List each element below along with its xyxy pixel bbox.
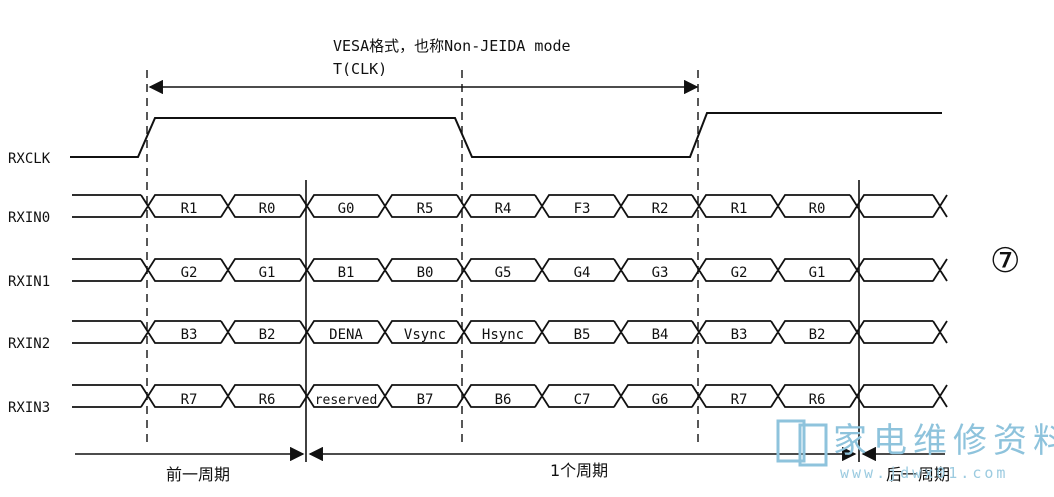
clock-signal-label: RXCLK [8,151,51,167]
lane-cell: R7 [731,392,748,408]
lane-rxin0: RXIN0 R1 R0 G0 R5 R4 F3 R2 R1 R0 [8,194,948,226]
lane-waveform [72,320,948,344]
lane-cell: Hsync [482,327,524,343]
lane-cell: G2 [731,265,748,281]
lane-label: RXIN2 [8,336,50,352]
lane-cell: R0 [809,201,826,217]
lane-cells: G2 G1 B1 B0 G5 G4 G3 G2 G1 [181,265,826,281]
lane-waveform [72,384,948,408]
lane-rxin1: RXIN1 G2 G1 B1 B0 G5 G4 G3 G2 G1 [8,258,948,290]
lane-label: RXIN0 [8,210,50,226]
lane-cell: B0 [417,265,434,281]
clock-waveform [70,112,942,158]
lane-label: RXIN3 [8,400,50,416]
lane-cell: R0 [259,201,276,217]
lane-cell: DENA [329,327,363,343]
lane-cell: G6 [652,392,669,408]
current-period-label: 1个周期 [550,461,608,480]
lane-rxin3: RXIN3 R7 R6 reserved B7 B6 C7 G6 R7 R6 [8,384,948,416]
watermark-url: www.jdwx01.com [840,464,1008,482]
lane-waveform [72,258,948,282]
next-period-label: 后一周期 [886,465,950,484]
lane-cell: B3 [731,327,748,343]
lane-cell: B1 [338,265,355,281]
lane-cell: B2 [259,327,276,343]
lane-cell: B7 [417,392,434,408]
lane-cell: G1 [259,265,276,281]
lane-cell: R6 [809,392,826,408]
lane-cell: R2 [652,201,669,217]
lane-cell: G0 [338,201,355,217]
lane-cell: R5 [417,201,434,217]
clock-period-label: T(CLK) [333,60,387,78]
lane-cells: B3 B2 DENA Vsync Hsync B5 B4 B3 B2 [181,327,826,343]
watermark-logo-icon [776,419,828,467]
diagram-title: VESA格式，也称Non-JEIDA mode [333,37,571,55]
previous-period-label: 前一周期 [166,465,230,484]
lane-cell: R6 [259,392,276,408]
lane-cell: G2 [181,265,198,281]
lane-cell: G1 [809,265,826,281]
lane-cell: R7 [181,392,198,408]
lane-cell: F3 [574,201,591,217]
lane-cell: C7 [574,392,591,408]
clock-edge-guides [146,70,699,445]
period-boundary-lines [305,180,860,462]
lane-cell: B4 [652,327,669,343]
lane-cell: R1 [731,201,748,217]
lane-cell: G3 [652,265,669,281]
lane-cell: Vsync [404,327,446,343]
lane-cell: R1 [181,201,198,217]
figure-number: ⑦ [990,241,1020,281]
lane-cell: reserved [315,393,378,408]
lane-rxin2: RXIN2 B3 B2 DENA Vsync Hsync B5 B4 B3 B2 [8,320,948,352]
lane-cell: B2 [809,327,826,343]
lane-cell: B6 [495,392,512,408]
lane-cells: R7 R6 reserved B7 B6 C7 G6 R7 R6 [181,392,826,408]
lane-waveform [72,194,948,218]
lane-label: RXIN1 [8,274,50,290]
watermark-brand: 家电维修资料网 [833,421,1054,461]
lane-cells: R1 R0 G0 R5 R4 F3 R2 R1 R0 [181,201,826,217]
lane-cell: R4 [495,201,512,217]
lane-cell: G5 [495,265,512,281]
lane-cell: B5 [574,327,591,343]
watermark: 家电维修资料网 www.jdwx01.com [776,419,1054,482]
lane-cell: B3 [181,327,198,343]
lane-cell: G4 [574,265,591,281]
